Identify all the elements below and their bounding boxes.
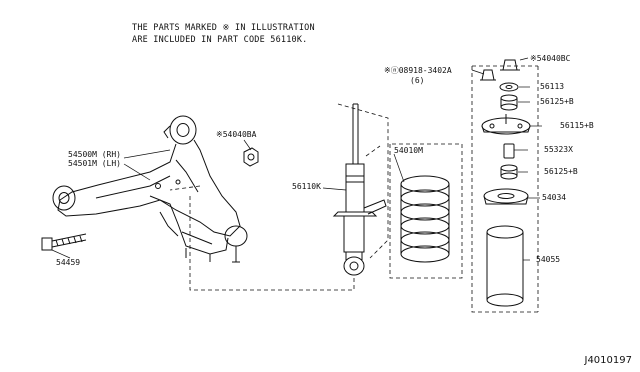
- leader-lines: [51, 57, 542, 261]
- nut-54040BA-part: [243, 147, 259, 167]
- label-54040BC[interactable]: ※54040BC: [530, 54, 571, 63]
- label-56125B-lower[interactable]: 56125+B: [544, 167, 578, 176]
- nut-08918-part: [480, 69, 496, 81]
- label-56115B[interactable]: 56115+B: [560, 121, 594, 130]
- bolt-54459-part: [41, 233, 87, 251]
- bush-56125B-lower-part: [500, 164, 518, 180]
- label-08918-3402A[interactable]: ※ⓝ08918-3402A: [384, 66, 452, 75]
- label-54034[interactable]: 54034: [542, 193, 567, 202]
- label-56125B-upper[interactable]: 56125+B: [540, 97, 574, 106]
- label-54500M[interactable]: 54500M (RH): [68, 150, 121, 159]
- spring-seat-54034-part: [483, 188, 529, 205]
- mount-insulator-56115B-part: [481, 114, 531, 135]
- washer-56113-part: [499, 82, 519, 92]
- label-54501M[interactable]: 54501M (LH): [68, 159, 121, 168]
- label-54459[interactable]: 54459: [56, 258, 81, 267]
- coil-spring-part: [400, 175, 450, 263]
- bush-56125B-upper-part: [500, 94, 518, 111]
- shock-absorber-part: [332, 103, 387, 276]
- diagram-id: J4010197: [584, 355, 633, 366]
- nut-54040BC-part: [500, 59, 520, 71]
- label-56113[interactable]: 56113: [540, 82, 565, 91]
- assembly-dashed-lines: [169, 65, 539, 313]
- bound-bumper-55323X-part: [503, 143, 515, 159]
- label-55323X[interactable]: 55323X: [544, 145, 573, 154]
- lower-control-arm-part: [52, 115, 248, 263]
- note-line-1: THE PARTS MARKED ※ IN ILLUSTRATION: [132, 23, 315, 33]
- label-54040BA[interactable]: ※54040BA: [216, 130, 257, 139]
- label-08918-qty: (6): [410, 76, 425, 85]
- note-line-2: ARE INCLUDED IN PART CODE 56110K.: [132, 35, 308, 45]
- parts-note: THE PARTS MARKED ※ IN ILLUSTRATION ARE I…: [132, 22, 315, 46]
- label-54010M[interactable]: 54010M: [394, 146, 423, 155]
- label-54055[interactable]: 54055: [536, 255, 561, 264]
- label-56110K[interactable]: 56110K: [292, 182, 321, 191]
- dust-boot-54055-part: [486, 225, 524, 307]
